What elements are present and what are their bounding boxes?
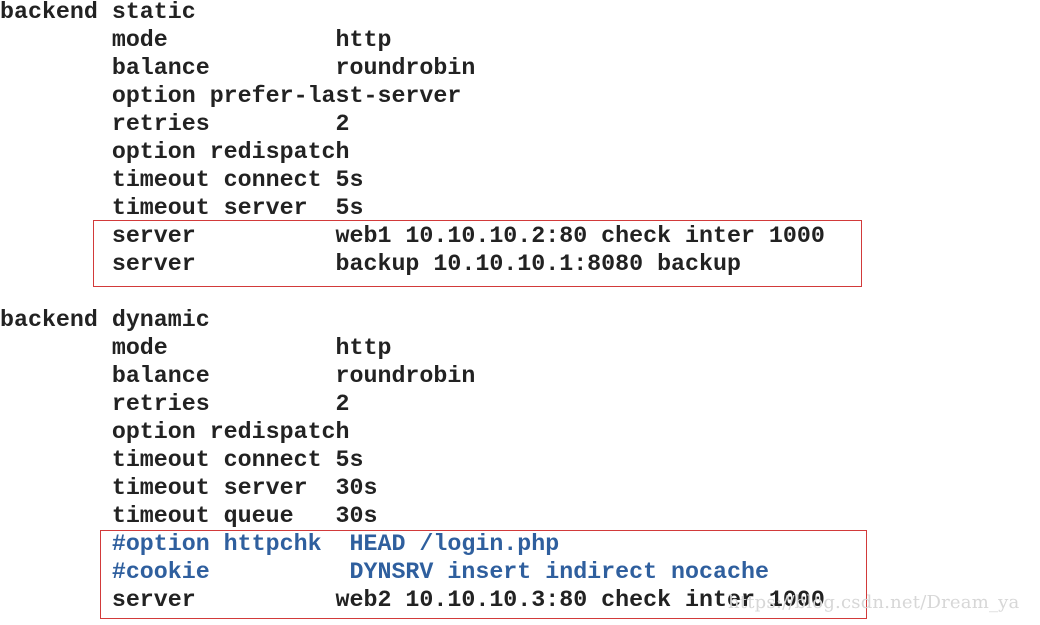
config-line-timeout-server: timeout server 30s: [0, 475, 378, 501]
config-line-server-web2: server web2 10.10.10.3:80 check inter 10…: [0, 587, 825, 613]
config-line-balance: balance roundrobin: [0, 55, 476, 81]
backend-static-header: backend static: [0, 0, 196, 25]
highlight-box-dynamic-servers: [100, 530, 867, 619]
config-line-option-redispatch: option redispatch: [0, 139, 350, 165]
watermark-text: https://blog.csdn.net/Dream_ya: [728, 592, 1020, 613]
config-line-retries: retries 2: [0, 111, 350, 137]
config-line-mode: mode http: [0, 27, 392, 53]
config-line-timeout-connect: timeout connect 5s: [0, 447, 364, 473]
config-comment-option-httpchk: #option httpchk HEAD /login.php: [0, 531, 560, 557]
config-line-mode: mode http: [0, 335, 392, 361]
config-line-retries: retries 2: [0, 391, 350, 417]
backend-dynamic-header: backend dynamic: [0, 307, 210, 333]
config-line-timeout-server: timeout server 5s: [0, 195, 364, 221]
config-line-server-backup: server backup 10.10.10.1:8080 backup: [0, 251, 741, 277]
config-line-option-prefer-last-server: option prefer-last-server: [0, 83, 462, 109]
config-comment-cookie: #cookie DYNSRV insert indirect nocache: [0, 559, 769, 585]
config-line-server-web1: server web1 10.10.10.2:80 check inter 10…: [0, 223, 825, 249]
config-line-balance: balance roundrobin: [0, 363, 476, 389]
config-line-option-redispatch: option redispatch: [0, 419, 350, 445]
highlight-box-static-servers: [93, 220, 862, 287]
config-line-timeout-connect: timeout connect 5s: [0, 167, 364, 193]
config-line-timeout-queue: timeout queue 30s: [0, 503, 378, 529]
